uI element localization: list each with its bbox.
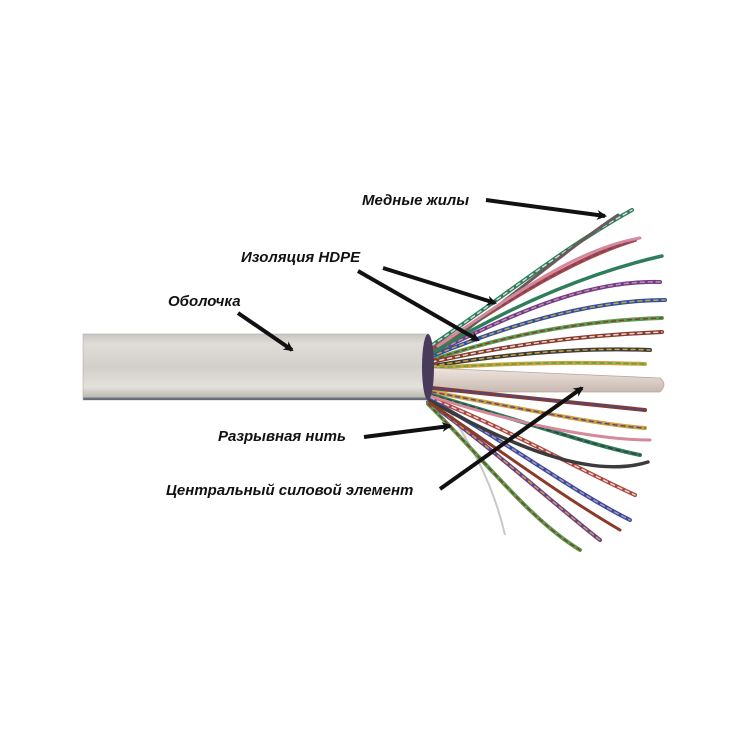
central-strength-member	[429, 367, 665, 393]
arrow-hdpe-insulation-2	[357, 269, 480, 342]
callout-arrows	[236, 198, 607, 491]
arrow-central-member	[438, 386, 584, 491]
label-hdpe-insulation: Изоляция HDPE	[241, 249, 361, 266]
arrow-copper-cores	[485, 198, 607, 220]
wire-bundle-upper	[423, 208, 667, 370]
label-ripcord: Разрывная нить	[218, 428, 346, 445]
arrow-ripcord	[363, 422, 452, 439]
arrow-sheath	[236, 311, 294, 352]
cable-jacket	[82, 333, 434, 401]
label-sheath: Оболочка	[168, 293, 241, 310]
label-central-strength-member: Центральный силовой элемент	[166, 482, 414, 499]
label-copper-cores: Медные жилы	[362, 192, 470, 209]
wire-bundle-lower	[426, 386, 652, 552]
arrow-hdpe-insulation-1	[382, 266, 497, 306]
